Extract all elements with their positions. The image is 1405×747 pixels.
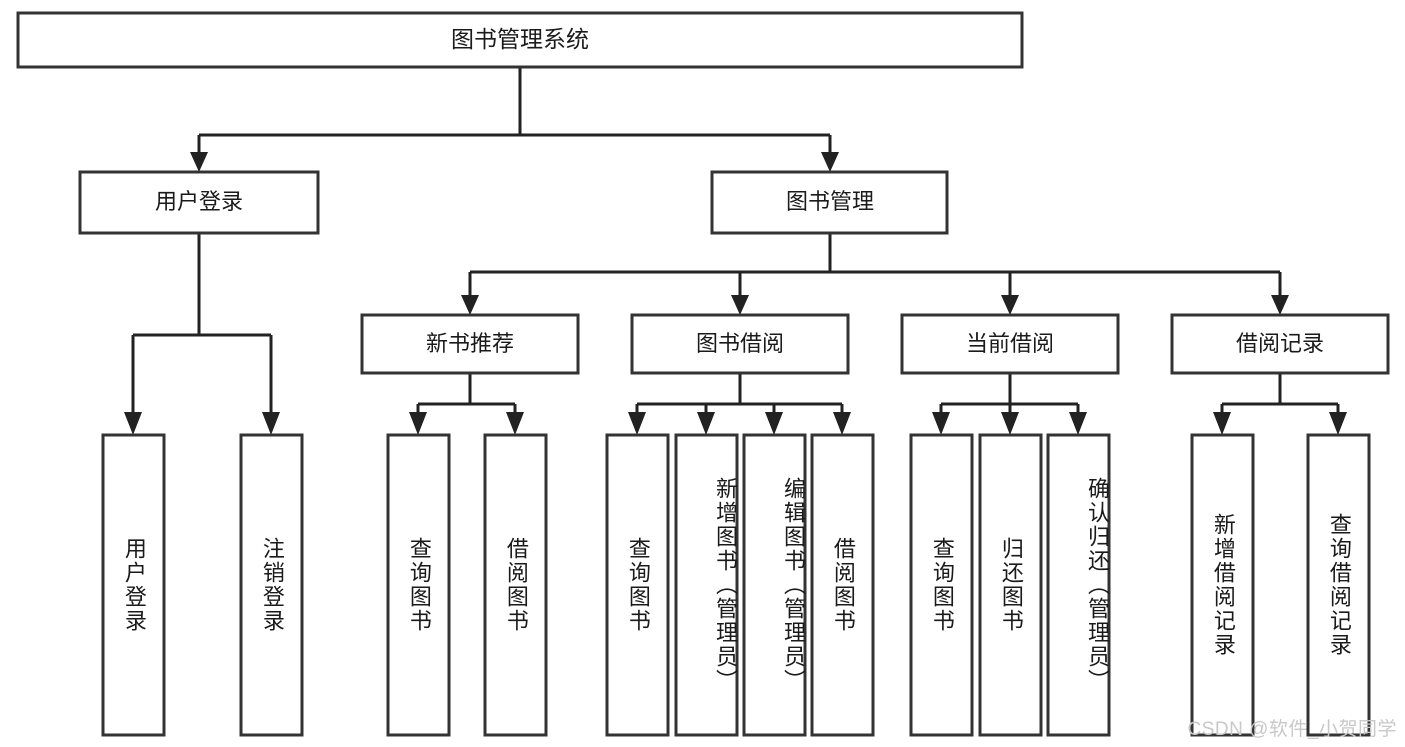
node-current-borrow-box[interactable]: [900, 313, 1120, 375]
node-leaf-edit-book-box[interactable]: [742, 433, 807, 737]
arrow-head-leaf-query-record: [1329, 412, 1347, 435]
node-user-login-label: 用户登录: [155, 189, 243, 214]
node-book-borrow-label: 图书借阅: [696, 331, 784, 356]
arrow-head-leaf-edit-book: [765, 412, 783, 435]
node-leaf-user-login-box[interactable]: [101, 433, 166, 737]
watermark: CSDN @软件_小贺同学: [1187, 719, 1397, 740]
node-new-book-recommend-box[interactable]: [360, 313, 580, 375]
arrow-head-leaf-return-book: [1001, 412, 1019, 435]
node-user-login[interactable]: 用户登录: [78, 170, 320, 235]
arrow-head-leaf-query-book-3: [932, 412, 950, 435]
node-new-book-recommend[interactable]: 新书推荐: [360, 313, 580, 375]
node-leaf-return-book-box[interactable]: [978, 433, 1043, 737]
node-root-box[interactable]: [16, 11, 1024, 69]
arrow-head-leaf-borrow-book-1: [506, 412, 524, 435]
node-book-borrow[interactable]: 图书借阅: [630, 313, 850, 375]
node-new-book-recommend-label: 新书推荐: [426, 331, 514, 356]
arrow-head-leaf-add-book: [697, 412, 715, 435]
node-borrow-record-label: 借阅记录: [1236, 331, 1324, 356]
node-root-label: 图书管理系统: [451, 26, 589, 52]
node-root[interactable]: 图书管理系统: [16, 11, 1024, 69]
node-layer: 图书管理系统 用户登录 图书管理 新书推荐 图书借阅: [16, 11, 1390, 737]
node-book-borrow-box[interactable]: [630, 313, 850, 375]
arrow-head-book-borrow: [731, 295, 749, 315]
node-user-login-box[interactable]: [78, 170, 320, 235]
node-book-manage-box[interactable]: [710, 170, 949, 235]
node-leaf-query-book-1-box[interactable]: [386, 433, 451, 737]
node-leaf-borrow-book-1-box[interactable]: [483, 433, 548, 737]
node-current-borrow[interactable]: 当前借阅: [900, 313, 1120, 375]
arrow-head-user-login: [190, 152, 208, 172]
node-book-manage-label: 图书管理: [786, 189, 874, 214]
node-leaf-confirm-return-box[interactable]: [1046, 433, 1111, 737]
node-current-borrow-label: 当前借阅: [966, 331, 1054, 356]
arrow-head-leaf-add-record: [1213, 412, 1231, 435]
node-leaf-query-record-box[interactable]: [1306, 433, 1371, 737]
arrow-head-leaf-borrow-book-2: [833, 412, 851, 435]
arrow-head-leaf-query-book-1: [409, 412, 427, 435]
arrow-head-book-manage: [821, 152, 839, 172]
node-leaf-query-book-3-box[interactable]: [909, 433, 974, 737]
arrow-head-current-borrow: [1001, 295, 1019, 315]
node-leaf-logout-box[interactable]: [239, 433, 304, 737]
node-borrow-record-box[interactable]: [1170, 313, 1390, 375]
arrow-head-borrow-record: [1271, 295, 1289, 315]
arrow-head-new-book-recommend: [461, 295, 479, 315]
node-leaf-query-book-2-box[interactable]: [605, 433, 670, 737]
arrow-head-leaf-confirm-return: [1069, 412, 1087, 435]
connector-layer: [124, 67, 1347, 435]
node-book-manage[interactable]: 图书管理: [710, 170, 949, 235]
arrow-head-leaf-user-login: [124, 412, 142, 435]
arrow-head-leaf-query-book-2: [628, 412, 646, 435]
node-leaf-add-record-box[interactable]: [1190, 433, 1255, 737]
node-borrow-record[interactable]: 借阅记录: [1170, 313, 1390, 375]
node-leaf-borrow-book-2-box[interactable]: [810, 433, 875, 737]
node-leaf-add-book-box[interactable]: [674, 433, 739, 737]
arrow-head-leaf-logout: [262, 412, 280, 435]
